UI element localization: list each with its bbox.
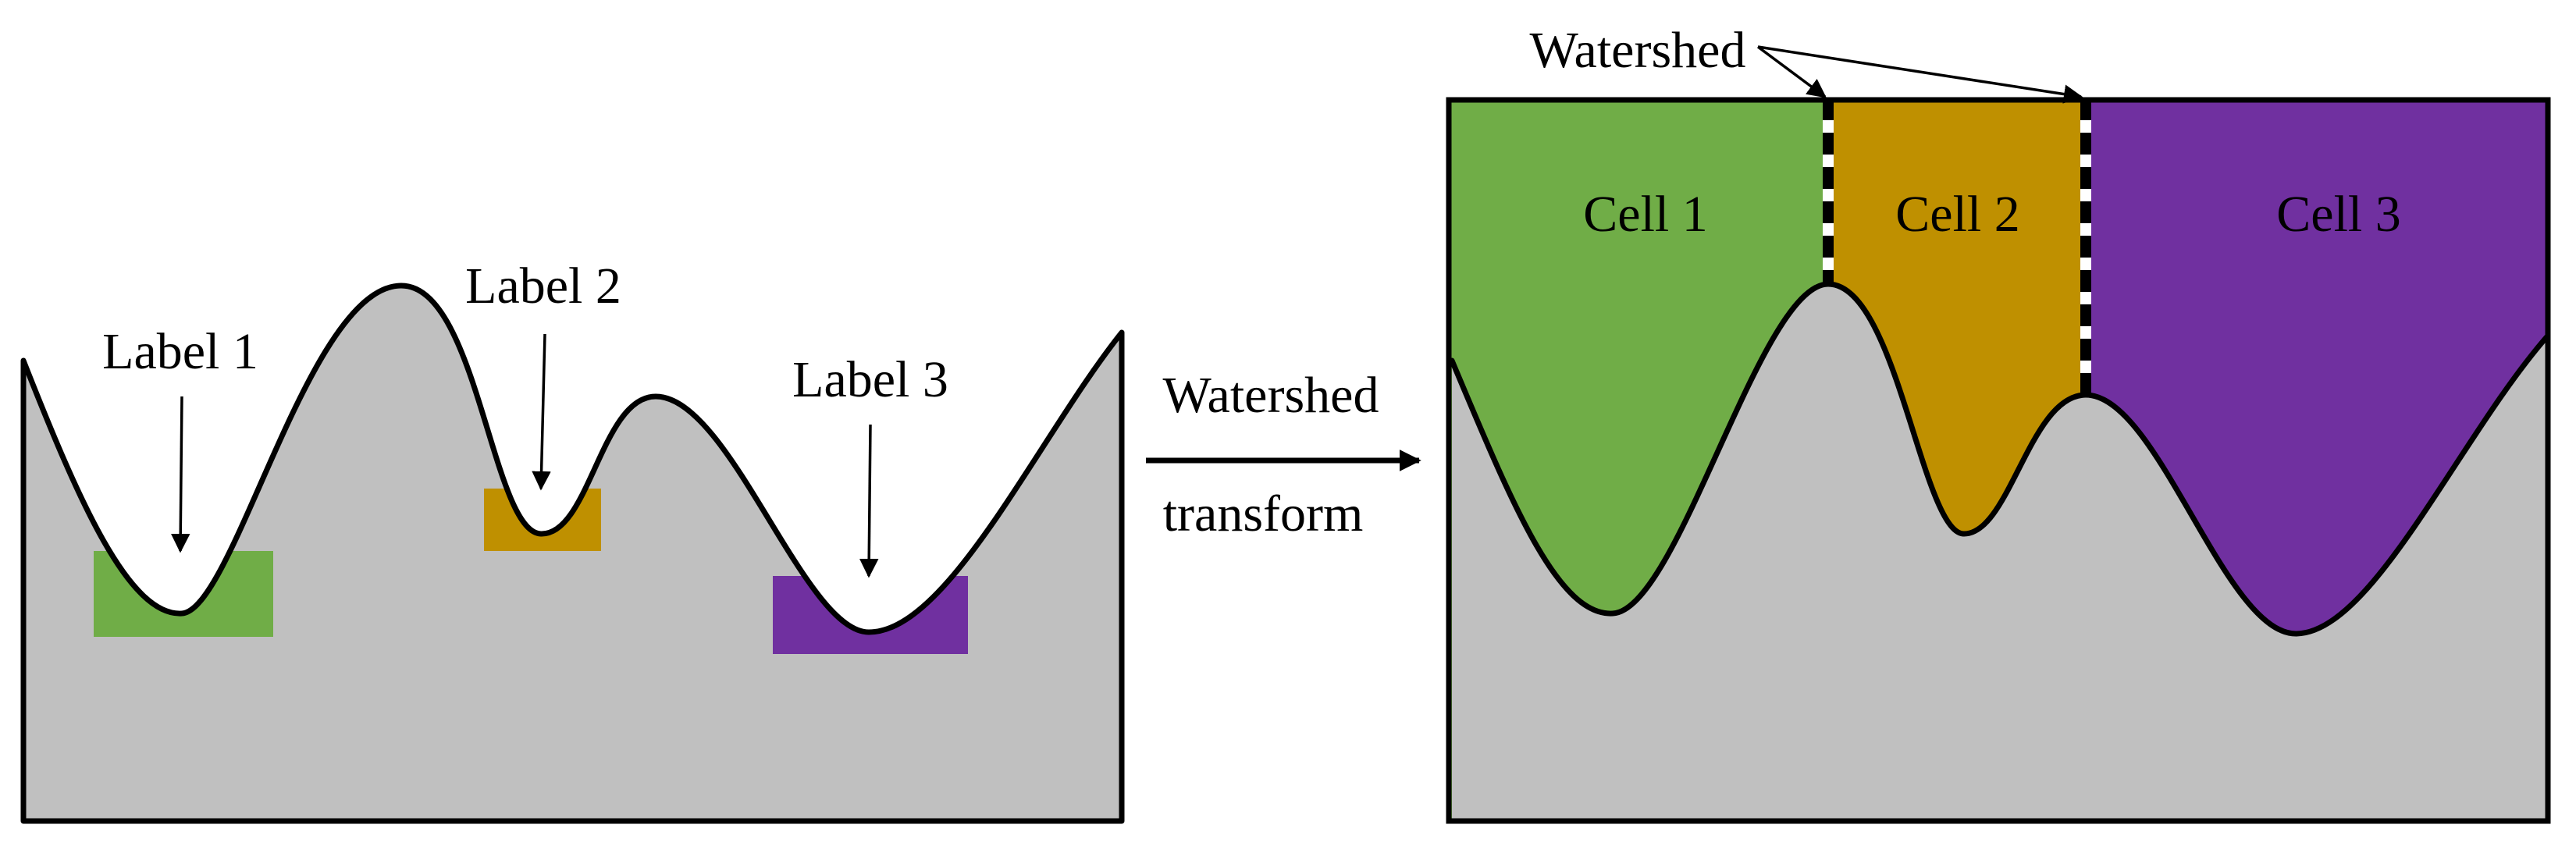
label-1-arrow (170, 396, 190, 553)
watershed-pointer-2 (1757, 45, 2083, 104)
cell-2-label: Cell 2 (1895, 186, 2020, 243)
left-terrain (23, 286, 1122, 821)
transform-text-line1: Watershed (1163, 367, 1379, 424)
transform-arrow: Watershed transform (1146, 367, 1421, 542)
right-frame (1446, 97, 2551, 824)
watershed-label: Watershed (1530, 22, 1746, 79)
label-3-arrow (859, 424, 879, 578)
label-1-text: Label 1 (102, 323, 258, 380)
label-2-arrow (532, 333, 551, 491)
right-panel: Cell 1 Cell 2 Cell 3 Watershed (1446, 22, 2551, 824)
watershed-pointer-1 (1756, 45, 1827, 98)
transform-text-line2: transform (1163, 485, 1364, 542)
right-terrain-outline (1449, 281, 2551, 637)
left-panel: Label 1 Label 2 Label 3 (20, 258, 1125, 824)
left-terrain-outline (20, 283, 1125, 824)
label-3-text: Label 3 (792, 351, 948, 408)
right-terrain (1452, 284, 2548, 821)
cell-3-label: Cell 3 (2276, 186, 2401, 243)
label-2-text: Label 2 (465, 258, 621, 315)
cell-1-label: Cell 1 (1583, 186, 1708, 243)
